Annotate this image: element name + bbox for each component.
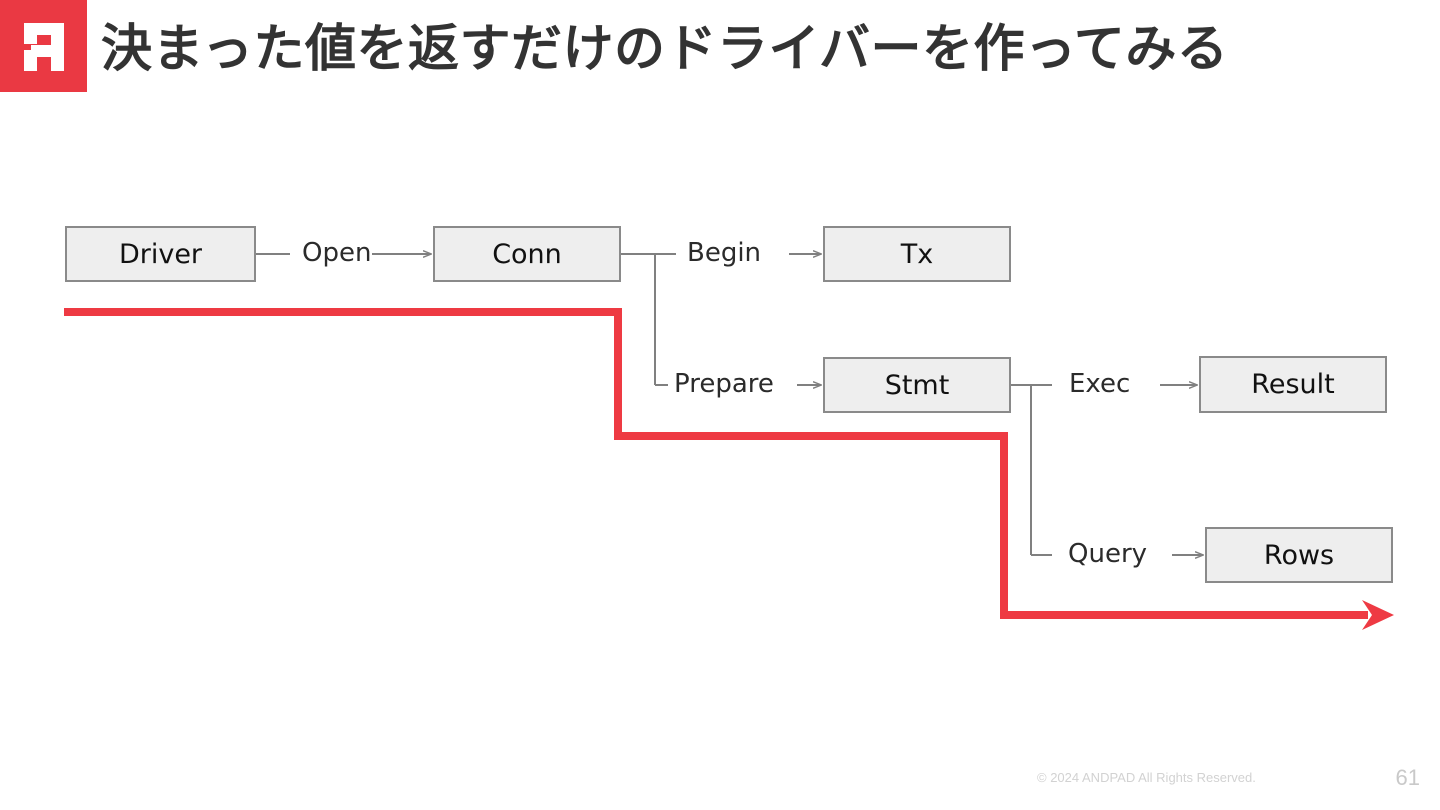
page-number: 61 [1395,765,1420,790]
node-tx[interactable]: Tx [823,226,1011,282]
edge-label-begin: Begin [687,238,762,268]
node-conn[interactable]: Conn [433,226,621,282]
node-driver[interactable]: Driver [65,226,256,282]
edge-label-exec: Exec [1069,369,1131,399]
edge-label-query: Query [1068,539,1148,569]
andpad-h-logo-icon [0,0,87,92]
node-result[interactable]: Result [1199,356,1387,413]
page-title: 決まった値を返すだけのドライバーを作ってみる [101,20,1229,77]
footer-copyright: © 2024 ANDPAD All Rights Reserved. [1037,770,1256,785]
node-stmt[interactable]: Stmt [823,357,1011,413]
edge-label-open: Open [302,238,372,268]
slide-header: 決まった値を返すだけのドライバーを作ってみる [0,0,1440,95]
node-rows[interactable]: Rows [1205,527,1393,583]
edge-label-prepare: Prepare [674,369,774,399]
red-path-highlight [64,308,1394,630]
